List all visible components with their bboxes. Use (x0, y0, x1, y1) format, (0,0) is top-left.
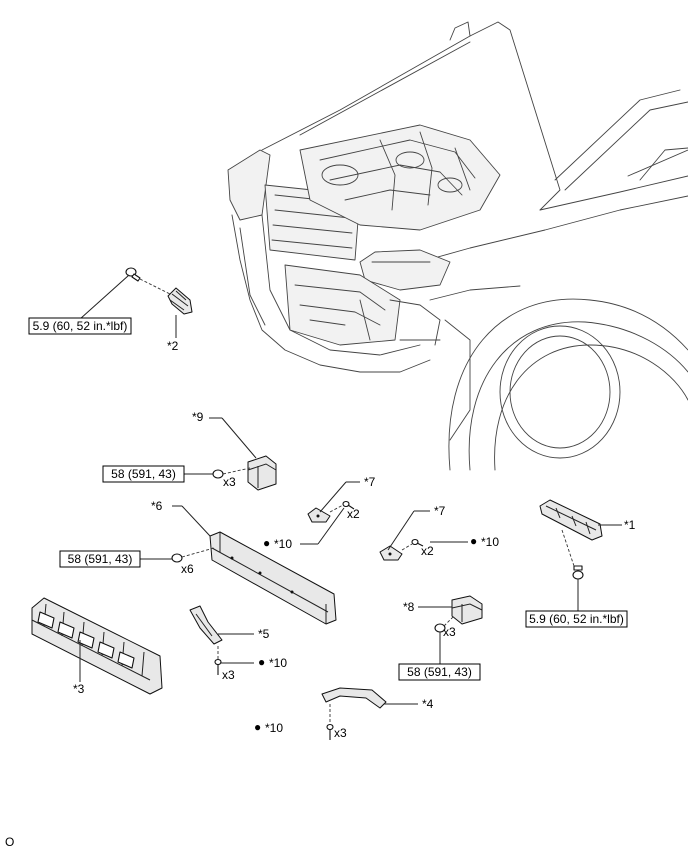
label-part-1: *1 (624, 518, 636, 532)
label-part-10-a: *10 (274, 537, 292, 551)
qty-part-7-left-bolts: x2 (347, 507, 360, 521)
label-part-5: *5 (258, 627, 270, 641)
part-7-clip-right (379, 545, 403, 561)
label-part-9: *9 (192, 410, 204, 424)
label-part-2: *2 (167, 339, 179, 353)
label-part-10-b: *10 (481, 535, 499, 549)
bullet-10b: ● (470, 534, 477, 548)
bolt-part-2 (125, 267, 141, 282)
part-5-bracket (189, 605, 223, 645)
nut-part-9 (212, 469, 224, 479)
part-7-clip-left (307, 507, 331, 523)
qty-part-7-right-bolts: x2 (421, 544, 434, 558)
label-part-10-c: *10 (269, 656, 287, 670)
label-part-10-d: *10 (265, 721, 283, 735)
torque-spec-5: 58 (591, 43) (407, 665, 472, 679)
bolt-part-1 (572, 565, 584, 580)
torque-spec-1: 5.9 (60, 52 in.*lbf) (33, 319, 128, 333)
part-3-undercover (31, 597, 163, 695)
torque-spec-2: 5.9 (60, 52 in.*lbf) (529, 612, 624, 626)
label-part-8: *8 (403, 600, 415, 614)
qty-part-9-nuts: x3 (223, 475, 236, 489)
qty-part-8-nuts: x3 (443, 625, 456, 639)
nut-part-6 (171, 553, 183, 563)
vehicle-illustration (227, 21, 688, 471)
torque-box-1-frame (28, 317, 132, 335)
part-8-bracket (451, 595, 483, 625)
bullet-10c: ● (258, 655, 265, 669)
label-part-6: *6 (151, 499, 163, 513)
bolt-part-5 (214, 658, 222, 675)
qty-part-4-bolts: x3 (334, 726, 347, 740)
bullet-10d: ● (254, 720, 261, 734)
label-part-7-left: *7 (364, 475, 376, 489)
torque-box-2-frame (525, 610, 628, 628)
torque-spec-3: 58 (591, 43) (111, 467, 176, 481)
label-part-7-right: *7 (434, 504, 446, 518)
part-9-bracket (247, 455, 277, 491)
torque-box-3-frame (102, 465, 185, 483)
bolt-part-7-left (342, 500, 355, 510)
part-2-bracket (167, 287, 193, 315)
label-part-4: *4 (422, 697, 434, 711)
bolt-part-7-right (411, 538, 424, 547)
part-4-bracket (321, 687, 387, 709)
bullet-10a: ● (263, 536, 270, 550)
figure-code: O (5, 835, 14, 849)
torque-box-5-frame (398, 663, 481, 681)
qty-part-6-nuts: x6 (181, 562, 194, 576)
label-part-3: *3 (73, 682, 85, 696)
torque-box-4-frame (59, 550, 141, 568)
torque-spec-4: 58 (591, 43) (68, 552, 133, 566)
part-6-crossmember (209, 531, 337, 625)
bolt-part-4 (326, 723, 334, 740)
qty-part-5-bolts: x3 (222, 668, 235, 682)
part-1-bracket (539, 499, 603, 541)
